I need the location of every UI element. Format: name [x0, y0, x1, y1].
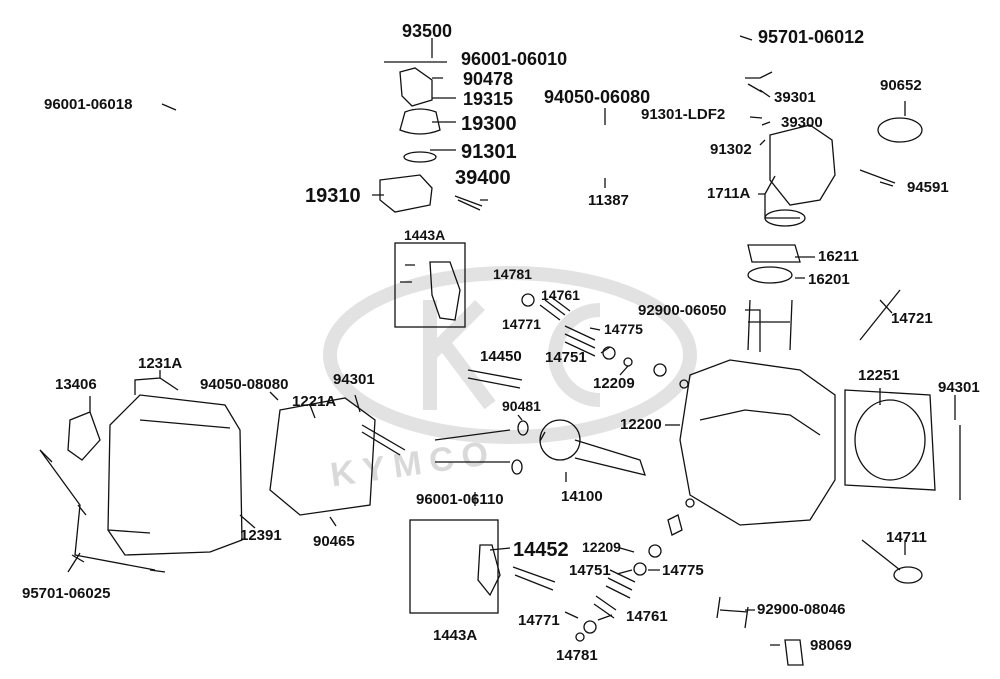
- part-label-94301-mid: 94301: [333, 371, 375, 388]
- part-label-19310: 19310: [305, 185, 361, 207]
- part-label-14781-top: 14781: [493, 266, 532, 282]
- part-label-14775-top: 14775: [604, 321, 643, 337]
- part-label-1221A: 1221A: [292, 393, 337, 410]
- part-label-12200: 12200: [620, 416, 662, 433]
- part-label-14781-bottom: 14781: [556, 647, 598, 664]
- part-label-90481: 90481: [502, 398, 541, 414]
- part-label-14751-top: 14751: [545, 349, 587, 366]
- part-label-39400: 39400: [455, 167, 511, 189]
- part-label-90478: 90478: [463, 69, 514, 89]
- part-label-12209-bottom: 12209: [582, 539, 621, 555]
- part-label-1443A-top: 1443A: [404, 227, 446, 243]
- part-label-92900-06050: 92900-06050: [638, 302, 727, 319]
- part-label-13406: 13406: [55, 376, 97, 393]
- part-label-16211: 16211: [818, 248, 859, 265]
- part-label-91301-LDF2: 91301-LDF2: [641, 106, 726, 123]
- part-label-39300: 39300: [781, 114, 823, 131]
- part-label-96001-06010: 96001-06010: [461, 49, 568, 69]
- part-label-94050-08080: 94050-08080: [200, 376, 289, 393]
- part-label-90465: 90465: [313, 533, 355, 550]
- part-label-14100: 14100: [561, 488, 603, 505]
- part-label-14452: 14452: [513, 539, 569, 561]
- part-label-14775-bottom: 14775: [662, 562, 704, 579]
- part-label-1443A-bottom: 1443A: [433, 627, 478, 644]
- part-label-19300: 19300: [461, 113, 517, 135]
- part-label-1711A: 1711A: [707, 185, 751, 202]
- part-label-14711: 14711: [886, 529, 927, 546]
- part-label-98069: 98069: [810, 637, 852, 654]
- part-label-39301: 39301: [774, 89, 816, 106]
- part-label-94591: 94591: [907, 179, 949, 196]
- part-label-92900-08046: 92900-08046: [757, 601, 846, 618]
- part-label-96001-06110: 96001-06110: [416, 491, 504, 508]
- part-label-14761-top: 14761: [541, 287, 580, 303]
- part-label-95701-06025: 95701-06025: [22, 585, 111, 602]
- part-label-14771-top: 14771: [502, 316, 541, 332]
- part-label-90652: 90652: [880, 77, 922, 94]
- part-label-14721: 14721: [891, 310, 933, 327]
- part-label-12391: 12391: [240, 527, 282, 544]
- part-label-96001-06018: 96001-06018: [44, 96, 133, 113]
- part-label-95701-06012: 95701-06012: [758, 27, 865, 47]
- part-label-12251: 12251: [858, 367, 900, 384]
- part-label-94050-06080: 94050-06080: [544, 87, 651, 107]
- part-label-14450: 14450: [480, 348, 522, 365]
- part-label-12209-top: 12209: [593, 375, 635, 392]
- part-label-91302: 91302: [710, 141, 752, 158]
- part-label-14771-bottom: 14771: [518, 612, 560, 629]
- part-label-11387: 11387: [588, 192, 629, 209]
- watermark-logo: [323, 266, 697, 444]
- part-label-1231A: 1231A: [138, 355, 183, 372]
- part-label-19315: 19315: [463, 89, 514, 109]
- part-label-93500: 93500: [402, 21, 453, 41]
- part-label-14751-bottom: 14751: [569, 562, 611, 579]
- part-label-14761-bottom: 14761: [626, 608, 668, 625]
- part-label-94301-right: 94301: [938, 379, 980, 396]
- part-label-16201: 16201: [808, 271, 850, 288]
- part-label-91301: 91301: [461, 141, 517, 163]
